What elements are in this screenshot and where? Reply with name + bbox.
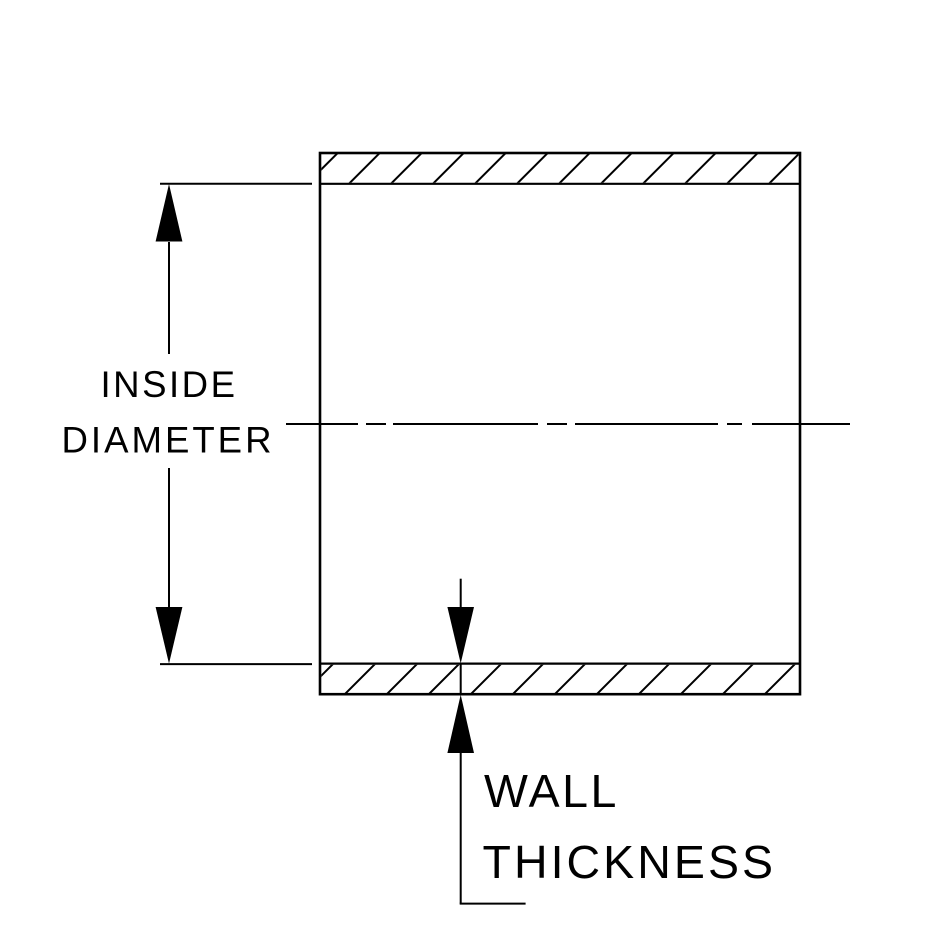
svg-text:THICKNESS: THICKNESS [483,836,777,888]
svg-text:INSIDE: INSIDE [101,364,238,405]
svg-text:WALL: WALL [484,765,619,817]
svg-text:DIAMETER: DIAMETER [62,420,275,461]
